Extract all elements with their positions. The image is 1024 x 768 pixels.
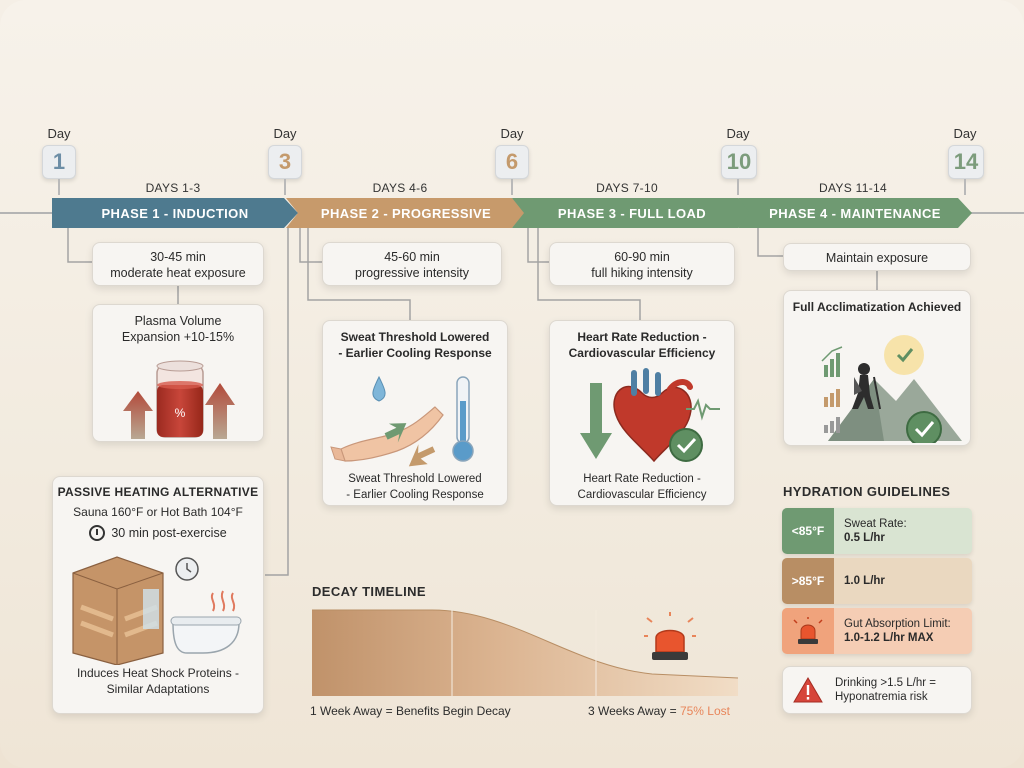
phase-1-exposure-card: 30-45 min moderate heat exposure	[92, 242, 264, 286]
decay-timeline-title: DECAY TIMELINE	[312, 584, 426, 599]
card-caption: Similar Adaptations	[106, 682, 210, 696]
warning-text: Drinking >1.5 L/hr =	[835, 677, 937, 689]
day-label: Day	[273, 126, 297, 141]
card-caption: Sweat Threshold Lowered	[348, 473, 482, 485]
jar-percent-symbol: %	[175, 406, 186, 420]
day-number: 3	[268, 145, 302, 179]
phase-3-range: DAYS 7-10	[596, 181, 658, 195]
hydration-value: 1.0 L/hr	[844, 575, 885, 587]
card-caption: - Earlier Cooling Response	[346, 489, 484, 501]
phase-3-exposure-card: 60-90 min full hiking intensity	[549, 242, 735, 286]
day-number: 6	[495, 145, 529, 179]
passive-heating-sub: Sauna 160°F or Hot Bath 104°F	[73, 505, 243, 519]
phase-4-range: DAYS 11-14	[819, 181, 887, 195]
phase-3-banner: PHASE 3 - FULL LOAD	[512, 198, 752, 228]
decay-left-label: 1 Week Away = Benefits Begin Decay	[310, 704, 511, 718]
day-label: Day	[726, 126, 750, 141]
day-marker-3: Day 3	[265, 126, 305, 195]
passive-heating-title: PASSIVE HEATING ALTERNATIVE	[57, 485, 259, 499]
phase-4-exposure-card: Maintain exposure	[783, 243, 971, 271]
summit-hiker-icon	[821, 335, 962, 443]
card-caption: Induces Heat Shock Proteins -	[76, 666, 240, 680]
day-number: 10	[721, 145, 757, 179]
warning-text: Hyponatremia risk	[835, 691, 928, 703]
card-title: Cardiovascular Efficiency	[568, 346, 716, 360]
plasma-jar-icon: %	[123, 360, 235, 439]
day-marker-6: Day 6	[492, 126, 532, 195]
sweat-arm-thermometer-icon	[330, 375, 474, 467]
card-title: Heart Rate Reduction -	[577, 330, 707, 344]
card-title: Sweat Threshold Lowered	[340, 330, 490, 344]
exposure-description: progressive intensity	[355, 266, 469, 280]
day-number: 14	[948, 145, 984, 179]
temp-tag: <85°F	[782, 508, 834, 554]
phase-2-banner: PHASE 2 - PROGRESSIVE	[286, 198, 526, 228]
day-marker-1: Day 1	[39, 126, 79, 195]
phase-2-range: DAYS 4-6	[372, 181, 428, 195]
passive-heating-time: 30 min post-exercise	[111, 526, 227, 540]
hydration-value: 0.5 L/hr	[844, 532, 885, 544]
alarm-light-icon	[782, 608, 834, 654]
exposure-description: moderate heat exposure	[110, 266, 246, 280]
full-acclimatization-card: Full Acclimatization Achieved	[783, 290, 971, 446]
exposure-duration: 45-60 min	[384, 250, 440, 264]
exposure-duration: 30-45 min	[150, 250, 206, 264]
hydration-title: HYDRATION GUIDELINES	[783, 484, 951, 499]
day-label: Day	[953, 126, 977, 141]
sauna-bath-icon	[72, 556, 242, 665]
passive-heating-time-row: 30 min post-exercise	[53, 525, 263, 541]
temp-tag: >85°F	[782, 558, 834, 604]
card-title: Full Acclimatization Achieved	[792, 300, 962, 314]
day-label: Day	[500, 126, 524, 141]
alarm-light-icon	[644, 612, 696, 660]
day-number: 1	[42, 145, 76, 179]
card-title: Expansion +10-15%	[121, 330, 235, 344]
hydration-value: 1.0-1.2 L/hr MAX	[844, 632, 934, 644]
hydration-row-cool: <85°F Sweat Rate: 0.5 L/hr	[782, 508, 972, 554]
phase-1-banner: PHASE 1 - INDUCTION	[52, 198, 298, 228]
phase-1-range: DAYS 1-3	[145, 181, 201, 195]
exposure-duration: 60-90 min	[614, 250, 670, 264]
decay-curve	[312, 609, 738, 696]
card-caption: Heart Rate Reduction -	[583, 473, 701, 485]
exposure-description: full hiking intensity	[591, 266, 693, 280]
card-title: Plasma Volume	[134, 314, 222, 328]
day-marker-14: Day 14	[945, 126, 985, 195]
decay-right-prefix: 3 Weeks Away =	[588, 704, 680, 718]
card-title: - Earlier Cooling Response	[338, 346, 492, 360]
heart-rate-card: Heart Rate Reduction - Cardiovascular Ef…	[549, 320, 735, 506]
heart-icon	[580, 368, 720, 463]
hydration-text: Sweat Rate:	[844, 518, 907, 530]
hydration-text: Gut Absorption Limit:	[844, 618, 951, 630]
stopwatch-icon	[89, 525, 106, 541]
decay-right-value: 75% Lost	[679, 704, 730, 718]
hydration-row-hot: >85°F 1.0 L/hr	[782, 558, 972, 604]
phase-4-banner: PHASE 4 - MAINTENANCE	[738, 198, 972, 228]
plasma-volume-card: Plasma Volume Expansion +10-15% %	[92, 304, 264, 442]
passive-heating-card: PASSIVE HEATING ALTERNATIVE Sauna 160°F …	[52, 476, 264, 714]
phase-2-exposure-card: 45-60 min progressive intensity	[322, 242, 502, 286]
sweat-threshold-card: Sweat Threshold Lowered - Earlier Coolin…	[322, 320, 508, 506]
warning-icon	[793, 677, 823, 703]
decay-right-label: 3 Weeks Away = 75% Lost	[588, 704, 730, 718]
day-marker-10: Day 10	[718, 126, 758, 195]
day-label: Day	[47, 126, 71, 141]
card-caption: Cardiovascular Efficiency	[577, 489, 707, 501]
exposure-description: Maintain exposure	[825, 251, 929, 265]
hyponatremia-warning: Drinking >1.5 L/hr = Hyponatremia risk	[782, 666, 972, 714]
hydration-row-gut-limit: Gut Absorption Limit: 1.0-1.2 L/hr MAX	[782, 608, 972, 654]
